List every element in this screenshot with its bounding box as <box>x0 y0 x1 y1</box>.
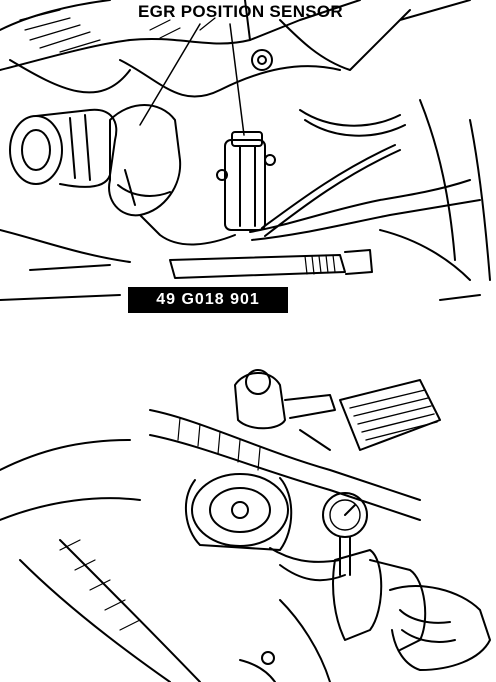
vacuum-hose <box>270 548 345 580</box>
right-hose <box>300 110 405 136</box>
label-leader-2 <box>230 24 244 135</box>
bolt-center <box>258 56 266 64</box>
tool-part-number-badge: 49 G018 901 <box>128 287 288 313</box>
grooved-cover <box>340 380 440 450</box>
egr-position-sensor-label: EGR POSITION SENSOR <box>138 2 344 21</box>
braided-hose-marks <box>178 418 260 470</box>
egr-valve-body <box>109 105 180 215</box>
fender-hatching <box>60 540 140 630</box>
left-cylinder-end <box>10 116 62 184</box>
left-cylinder-inner <box>22 130 50 170</box>
vacuum-gauge-icon <box>323 493 367 537</box>
wiring-harness <box>250 145 480 240</box>
top-illustration <box>0 0 490 300</box>
special-tool-threads <box>305 255 335 274</box>
egr-valve-diaphragm <box>210 488 270 532</box>
sensor-mount-right <box>265 155 275 165</box>
engine-body-outline <box>0 0 360 70</box>
throttle-body-cap <box>246 370 270 394</box>
braided-hose <box>150 410 420 520</box>
right-frame <box>420 100 490 280</box>
left-cylinder-body <box>36 110 116 187</box>
left-cylinder-flange <box>70 115 90 180</box>
engine-body-contour <box>10 60 340 97</box>
egr-valve-stem <box>140 215 235 244</box>
lower-contour <box>0 230 480 300</box>
egr-valve-port <box>232 502 248 518</box>
sensor-terminals <box>240 146 255 226</box>
label-leader-1 <box>140 24 200 125</box>
egr-valve-round <box>192 474 288 546</box>
egr-position-sensor <box>225 140 265 230</box>
egr-valve-base <box>118 170 170 205</box>
lower-bolt <box>262 652 274 664</box>
sensor-mount-left <box>217 170 227 180</box>
special-tool-body <box>170 255 345 278</box>
throttle-body <box>235 373 285 428</box>
special-tool-nut <box>345 250 372 274</box>
throttle-linkage <box>285 395 335 450</box>
fender-outline <box>0 440 200 682</box>
lower-right-frame <box>240 600 330 682</box>
bottom-illustration <box>0 370 490 682</box>
upper-hatching <box>20 10 215 52</box>
sensor-connector <box>232 132 262 146</box>
pump-handle <box>370 560 425 650</box>
upper-panel-lines <box>245 0 470 70</box>
egr-valve-flange <box>186 478 291 550</box>
operator-hand <box>390 586 490 670</box>
vacuum-gauge-face <box>330 500 360 530</box>
vacuum-gauge-needle <box>345 505 355 515</box>
bolt-head <box>252 50 272 70</box>
